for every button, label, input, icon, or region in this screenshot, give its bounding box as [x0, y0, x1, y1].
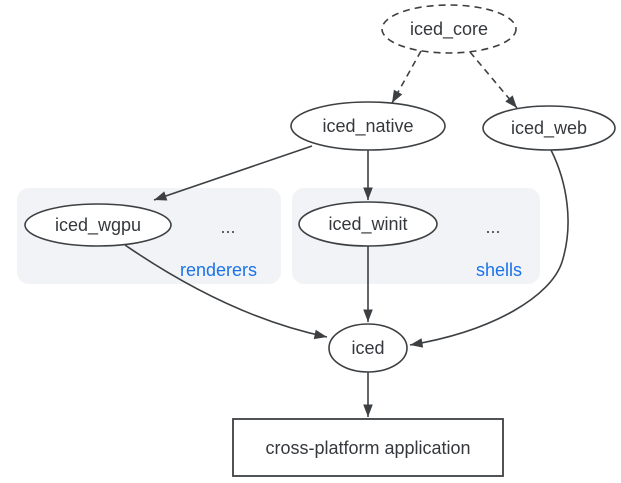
node-iced-web: iced_web — [482, 105, 616, 151]
iced-web-ellipse — [482, 105, 616, 151]
iced-wgpu-label: iced_wgpu — [55, 215, 141, 236]
iced-label: iced — [351, 338, 384, 358]
shells-ellipsis: ... — [485, 217, 500, 237]
iced-core-label: iced_core — [410, 19, 488, 40]
node-iced-native: iced_native — [290, 101, 446, 151]
edge-iced-core-to-iced-native — [391, 50, 422, 104]
node-iced-winit: iced_winit — [298, 201, 438, 247]
iced-winit-label: iced_winit — [328, 214, 407, 235]
shells-group-label: shells — [476, 260, 522, 280]
node-iced-wgpu: iced_wgpu — [24, 203, 172, 247]
iced-web-label: iced_web — [511, 118, 587, 139]
renderers-ellipsis: ... — [220, 217, 235, 237]
iced-wgpu-ellipse — [24, 203, 172, 247]
renderers-group-label: renderers — [180, 260, 257, 280]
iced-native-label: iced_native — [322, 116, 413, 137]
iced-native-ellipse — [290, 101, 446, 151]
edge-iced-core-to-iced-web — [469, 51, 518, 109]
edge-iced-native-to-iced-wgpu — [153, 145, 313, 201]
node-application: cross-platform application — [232, 418, 504, 477]
iced-core-ellipse — [381, 4, 517, 54]
application-label: cross-platform application — [265, 438, 470, 458]
node-iced-core: iced_core — [381, 4, 517, 54]
edge-iced-wgpu-to-iced — [124, 244, 328, 340]
iced-winit-ellipse — [298, 201, 438, 247]
edge-iced-web-to-iced — [409, 149, 569, 348]
iced-ellipse — [328, 323, 408, 373]
application-rect — [232, 418, 504, 477]
node-iced: iced — [328, 323, 408, 373]
